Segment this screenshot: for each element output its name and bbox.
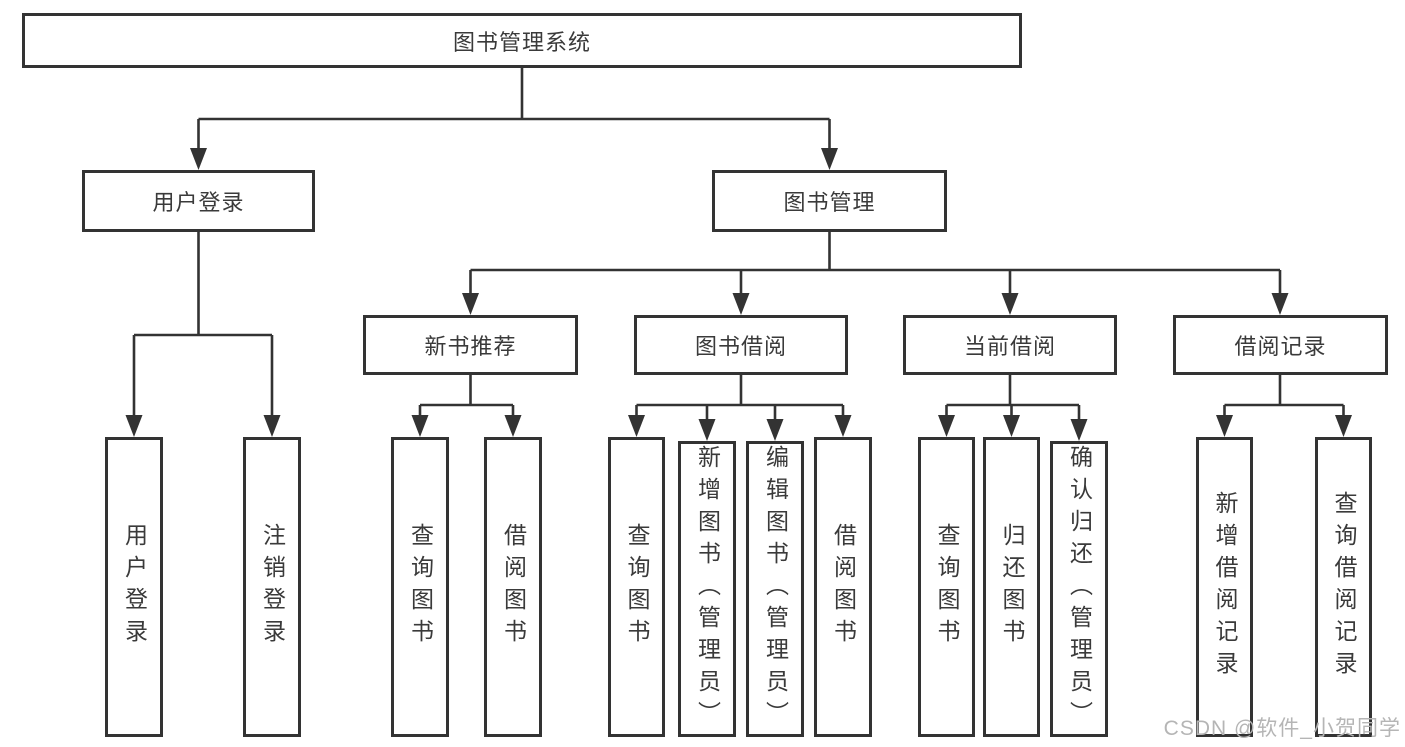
- leaf-borrow-books-2: 借阅图书: [814, 437, 872, 737]
- leaf-logout-label: 注销登录: [259, 523, 286, 651]
- leaf-add-borrow-record: 新增借阅记录: [1196, 437, 1253, 737]
- leaf-query-books-1-label: 查询图书: [407, 523, 434, 651]
- leaf-confirm-return-admin-label: 确认归还（管理员）: [1066, 445, 1093, 733]
- leaf-confirm-return-admin: 确认归还（管理员）: [1050, 441, 1108, 737]
- leaf-return-books: 归还图书: [983, 437, 1040, 737]
- node-book-management: 图书管理: [712, 170, 947, 232]
- leaf-edit-books-admin-label: 编辑图书（管理员）: [762, 445, 789, 733]
- leaf-borrow-books-1: 借阅图书: [484, 437, 542, 737]
- leaf-query-books-1: 查询图书: [391, 437, 449, 737]
- leaf-query-borrow-record-label: 查询借阅记录: [1331, 491, 1357, 683]
- node-borrow-records: 借阅记录: [1173, 315, 1388, 375]
- leaf-edit-books-admin: 编辑图书（管理员）: [746, 441, 804, 737]
- node-user-login: 用户登录: [82, 170, 315, 232]
- node-book-borrow: 图书借阅: [634, 315, 848, 375]
- leaf-borrow-books-2-label: 借阅图书: [830, 523, 857, 651]
- leaf-add-borrow-record-label: 新增借阅记录: [1212, 491, 1238, 683]
- leaf-user-login: 用户登录: [105, 437, 163, 737]
- leaf-query-books-2-label: 查询图书: [624, 523, 650, 651]
- node-current-borrow: 当前借阅: [903, 315, 1117, 375]
- leaf-query-books-2: 查询图书: [608, 437, 665, 737]
- leaf-query-books-3: 查询图书: [918, 437, 975, 737]
- leaf-add-books-admin: 新增图书（管理员）: [678, 441, 736, 737]
- leaf-query-books-3-label: 查询图书: [934, 523, 960, 651]
- leaf-add-books-admin-label: 新增图书（管理员）: [694, 445, 721, 733]
- csdn-watermark: CSDN @软件_小贺同学: [1163, 717, 1401, 740]
- leaf-user-login-label: 用户登录: [121, 523, 148, 651]
- node-library-management-system: 图书管理系统: [22, 13, 1022, 68]
- node-new-book-recommend: 新书推荐: [363, 315, 578, 375]
- leaf-logout: 注销登录: [243, 437, 301, 737]
- leaf-query-borrow-record: 查询借阅记录: [1315, 437, 1372, 737]
- leaf-borrow-books-1-label: 借阅图书: [500, 523, 527, 651]
- leaf-return-books-label: 归还图书: [999, 523, 1025, 651]
